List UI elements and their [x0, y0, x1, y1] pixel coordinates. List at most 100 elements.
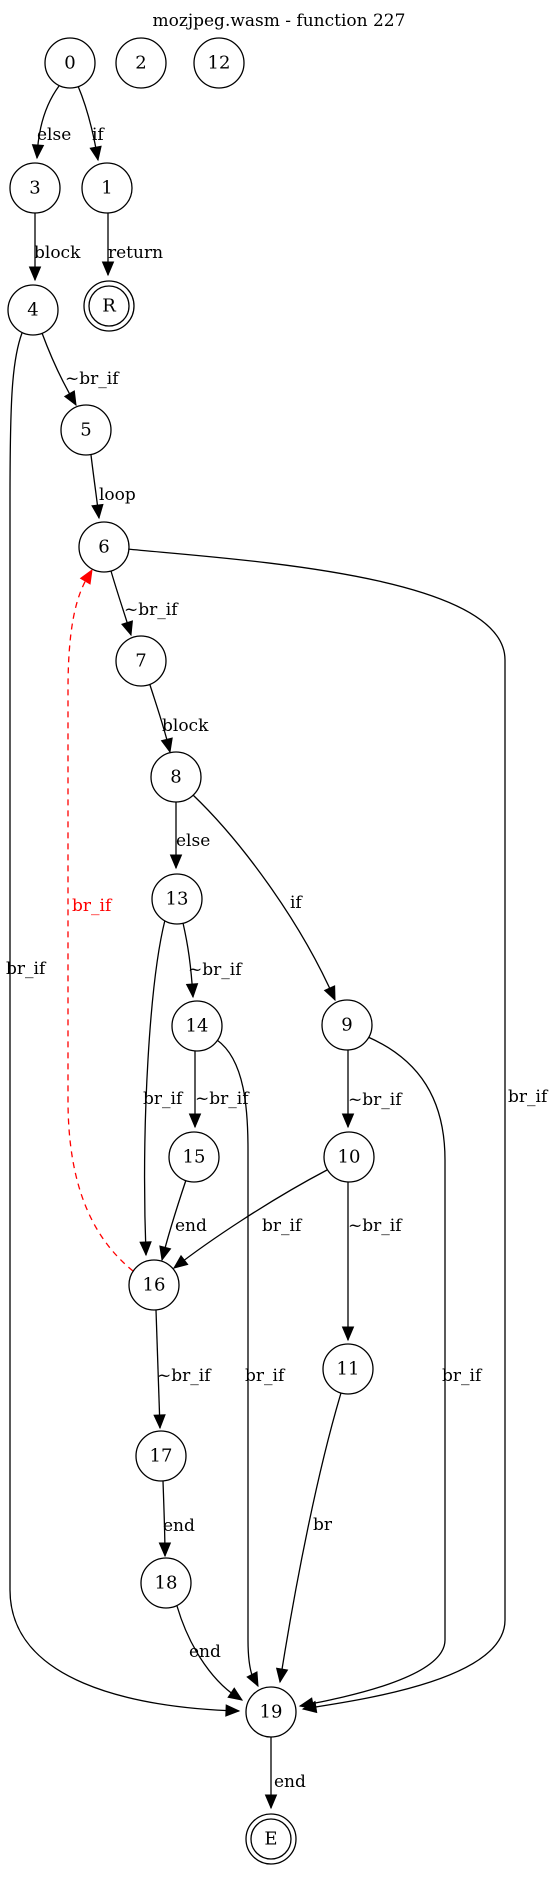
- node-circle: [81, 162, 133, 214]
- arrowhead: [159, 1245, 172, 1262]
- node-circle: [322, 1343, 374, 1395]
- node-circle: [135, 1430, 187, 1482]
- edge-label: br_if: [245, 1366, 286, 1386]
- node-circle: [9, 162, 61, 214]
- arrowhead: [158, 1542, 172, 1558]
- edge-label: ~br_if: [65, 369, 120, 389]
- node-label: 13: [166, 889, 189, 910]
- node-15[interactable]: 15: [168, 1131, 220, 1183]
- edge-9-to-19: br_if: [298, 1036, 483, 1710]
- node-18[interactable]: 18: [140, 1557, 192, 1609]
- edge-0-to-3: else: [31, 85, 71, 160]
- arrowhead: [121, 620, 133, 637]
- edge-line: [143, 919, 166, 1256]
- edge-label: ~br_if: [157, 1366, 212, 1386]
- node-circle: [193, 37, 245, 89]
- node-5[interactable]: 5: [60, 404, 112, 456]
- edge-label: block: [162, 716, 209, 736]
- edge-label: br_if: [143, 1089, 184, 1109]
- edge-label: end: [163, 1516, 195, 1536]
- node-6[interactable]: 6: [78, 521, 130, 573]
- node-1[interactable]: 1: [81, 162, 133, 214]
- node-label: 16: [143, 1275, 166, 1296]
- node-0[interactable]: 0: [44, 37, 96, 89]
- edge-label: br_if: [6, 959, 47, 979]
- node-circle: [168, 1131, 220, 1183]
- edge-line: [279, 1392, 342, 1683]
- edge-line: [192, 794, 336, 1001]
- node-E[interactable]: E: [245, 1813, 297, 1865]
- node-inner-circle: [88, 285, 130, 327]
- node-circle: [323, 1131, 375, 1183]
- edge-label: ~br_if: [195, 1089, 250, 1109]
- arrowhead: [31, 144, 45, 160]
- node-label: 6: [98, 537, 109, 558]
- edge-label: br_if: [262, 1216, 303, 1236]
- node-label: 11: [337, 1359, 360, 1380]
- edge-17-to-18: end: [158, 1480, 195, 1558]
- edge-label: br: [313, 1515, 333, 1535]
- node-circle: [151, 873, 203, 925]
- edge-label: br_if: [508, 1087, 549, 1107]
- edge-6-to-7: ~br_if: [110, 570, 179, 637]
- node-8[interactable]: 8: [150, 751, 202, 803]
- node-10[interactable]: 10: [323, 1131, 375, 1183]
- edge-9-to-10: ~br_if: [341, 1049, 403, 1129]
- edge-13-to-16: br_if: [139, 919, 184, 1257]
- node-circle: [140, 1557, 192, 1609]
- edge-label: ~br_if: [348, 1216, 403, 1236]
- node-label: 3: [29, 178, 40, 199]
- edge-label: else: [37, 125, 71, 145]
- arrowhead: [28, 266, 42, 282]
- node-2[interactable]: 2: [115, 37, 167, 89]
- arrowhead: [185, 983, 199, 999]
- node-label: 12: [208, 53, 231, 74]
- edge-16-to-6: br_if: [67, 568, 134, 1272]
- edge-13-to-14: ~br_if: [182, 922, 243, 999]
- node-4[interactable]: 4: [7, 284, 59, 336]
- arrowhead: [341, 1326, 355, 1342]
- node-label: 8: [170, 767, 181, 788]
- node-inner-circle: [250, 1818, 292, 1860]
- edge-16-to-17: ~br_if: [153, 1309, 212, 1430]
- node-13[interactable]: 13: [151, 873, 203, 925]
- arrowhead: [275, 1667, 289, 1684]
- edge-14-to-15: ~br_if: [188, 1050, 250, 1129]
- arrowhead: [298, 1697, 315, 1710]
- node-label: 17: [150, 1446, 173, 1467]
- edge-3-to-4: block: [28, 213, 81, 282]
- node-label: 5: [80, 420, 91, 441]
- edge-label: br_if: [72, 896, 113, 916]
- node-12[interactable]: 12: [193, 37, 245, 89]
- edge-11-to-19: br: [275, 1392, 342, 1684]
- edge-8-to-13: else: [169, 802, 210, 870]
- node-9[interactable]: 9: [321, 999, 373, 1051]
- edge-label: loop: [99, 485, 136, 505]
- node-label: 15: [183, 1147, 206, 1168]
- edge-label: if: [92, 125, 105, 145]
- node-label: 10: [338, 1147, 361, 1168]
- node-7[interactable]: 7: [115, 635, 167, 687]
- node-11[interactable]: 11: [322, 1343, 374, 1395]
- edge-15-to-16: end: [159, 1179, 207, 1262]
- node-14[interactable]: 14: [171, 1000, 223, 1052]
- node-label: 1: [101, 178, 112, 199]
- arrowhead: [101, 261, 115, 277]
- node-16[interactable]: 16: [128, 1259, 180, 1311]
- node-19[interactable]: 19: [245, 1686, 297, 1738]
- edge-10-to-16: br_if: [172, 1169, 328, 1269]
- edge-4-to-5: ~br_if: [41, 332, 120, 407]
- edge-label: return: [108, 243, 163, 263]
- edge-0-to-1: if: [77, 85, 105, 162]
- node-label: R: [102, 296, 116, 317]
- node-R[interactable]: R: [83, 280, 135, 332]
- node-3[interactable]: 3: [9, 162, 61, 214]
- node-circle: [245, 1686, 297, 1738]
- edge-label: else: [176, 831, 210, 851]
- node-17[interactable]: 17: [135, 1430, 187, 1482]
- edge-label: end: [175, 1216, 207, 1236]
- node-label: 18: [155, 1573, 178, 1594]
- edge-10-to-11: ~br_if: [341, 1181, 403, 1342]
- edge-line: [9, 332, 240, 1712]
